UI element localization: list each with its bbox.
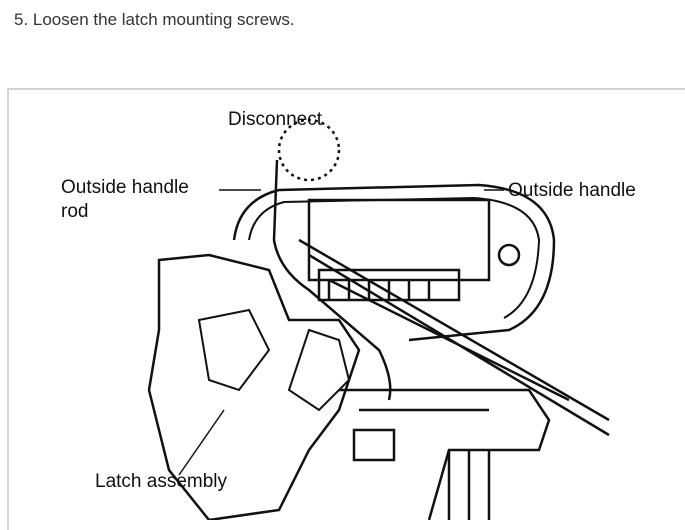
label-line-2: rod: [61, 201, 89, 222]
latch-illustration: [147, 118, 610, 520]
label-latch-assembly: Latch assembly: [95, 471, 228, 492]
handle-rod: [272, 159, 392, 401]
step-instruction: 5. Loosen the latch mounting screws.: [14, 10, 295, 29]
handle-body: [307, 198, 491, 282]
mount-plate: [339, 388, 551, 520]
latch-body: [147, 253, 361, 520]
label-disconnect: Disconnect: [228, 109, 322, 130]
handle-outline: [232, 183, 556, 342]
label-line-1: Outside handle: [61, 177, 189, 198]
latch-diagram: Disconnect Outside handle rod Outside ha…: [7, 88, 685, 530]
label-outside-handle: Outside handle: [508, 180, 636, 201]
cable: [298, 238, 610, 437]
label-outside-handle-rod: Outside handle rod: [61, 176, 189, 224]
